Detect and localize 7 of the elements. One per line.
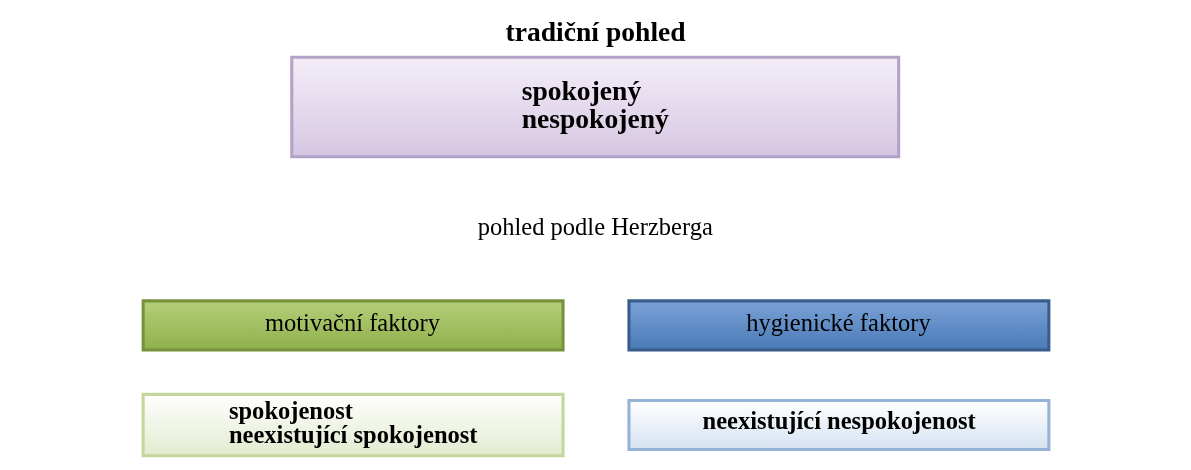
node-box: neexistující nespokojenost — [626, 399, 1050, 452]
node-box: motivační faktory — [141, 299, 565, 352]
label: pohled podle Herzberga — [477, 212, 713, 240]
node-box: spokojený nespokojený — [289, 55, 900, 159]
node-box: spokojenost neexistující spokojenost — [141, 392, 565, 458]
diagram-title: tradiční pohled — [505, 15, 686, 47]
node-box: hygienické faktory — [626, 299, 1050, 352]
